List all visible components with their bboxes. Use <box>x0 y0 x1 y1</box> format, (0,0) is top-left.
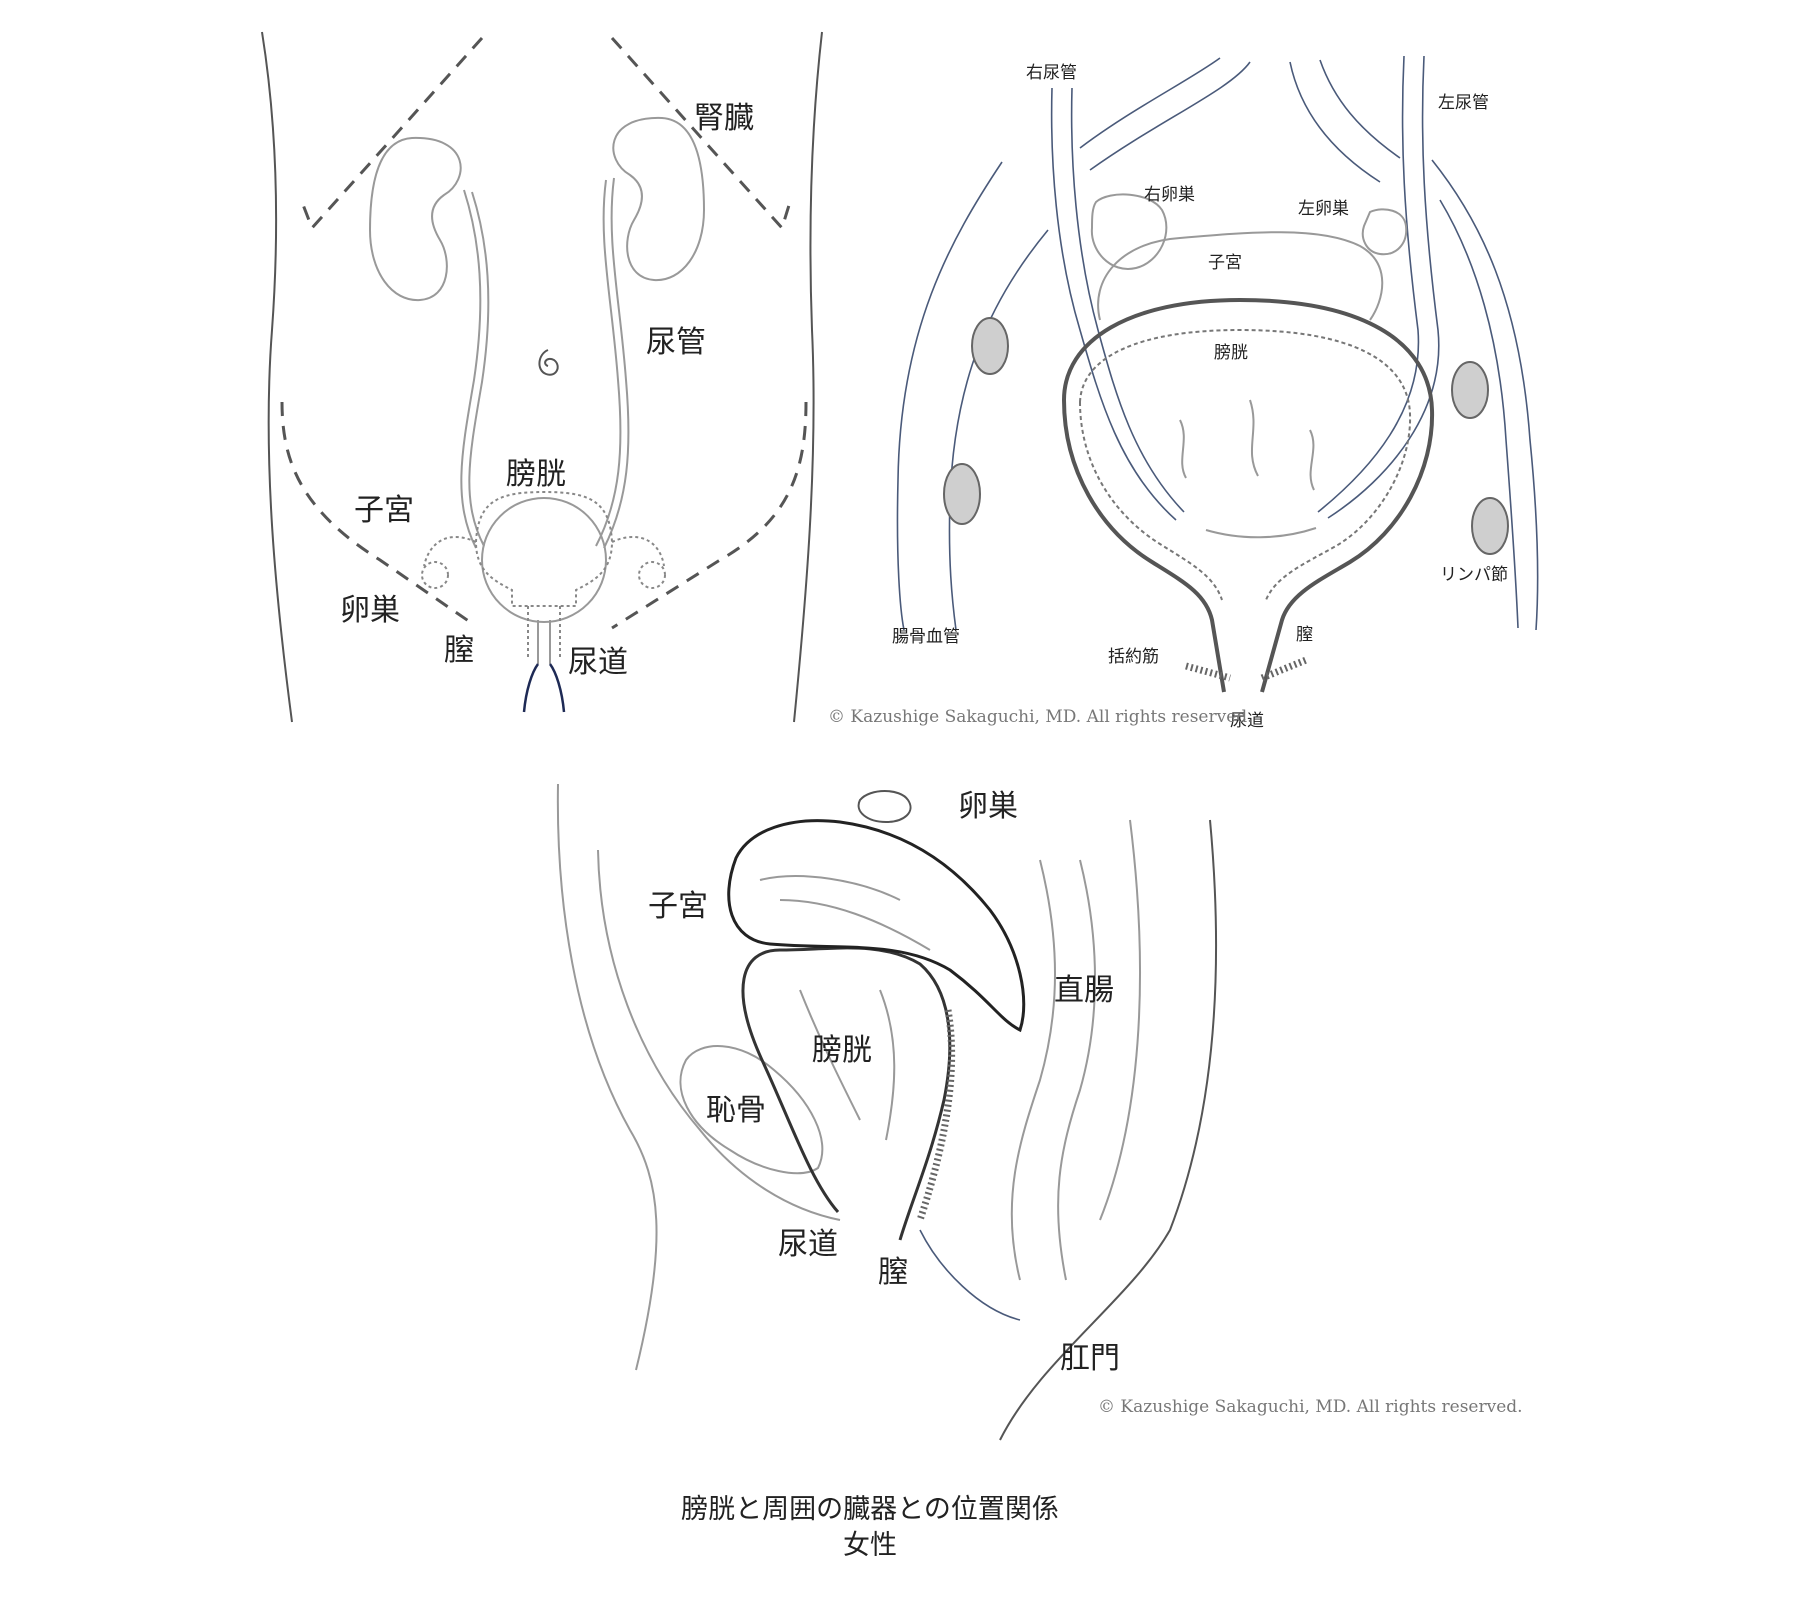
label-side-pubic-bone: 恥骨 <box>706 1093 766 1128</box>
navel-icon <box>538 349 559 376</box>
left-fallopian-tube <box>423 536 477 567</box>
label-left-ureter: 左尿管 <box>1438 93 1489 113</box>
label-bladder: 膀胱 <box>506 457 566 492</box>
uterus-shape <box>1097 231 1384 321</box>
label-side-urethra: 尿道 <box>778 1227 838 1262</box>
caption-line-1: 膀胱と周囲の臓器との位置関係 <box>681 1494 1059 1525</box>
label-side-vagina: 膣 <box>878 1255 908 1290</box>
label-urethra: 尿道 <box>568 645 628 680</box>
lymph-node-1 <box>971 317 1009 375</box>
copyright-detail: © Kazushige Sakaguchi, MD. All rights re… <box>828 707 1253 727</box>
label-uterus-detail: 子宮 <box>1208 253 1242 273</box>
left-vessel-top <box>1289 61 1381 183</box>
bladder-folds <box>1179 399 1317 539</box>
pelvis-right-dash <box>611 401 808 630</box>
body-outline-right <box>793 31 823 723</box>
left-ureter <box>1317 55 1420 513</box>
spine-line <box>1099 819 1141 1221</box>
left-ovary-shape <box>1361 208 1408 256</box>
label-side-ovary: 卵巣 <box>958 789 1018 824</box>
right-fallopian-tube <box>611 536 665 567</box>
side-bladder-inner <box>799 989 896 1141</box>
lymph-node-2 <box>943 463 981 525</box>
left-iliac-vessel-inner <box>1439 199 1519 629</box>
perineum-line <box>919 1229 1021 1321</box>
left-ureter-line-2 <box>595 179 622 547</box>
left-ureter-line <box>603 177 630 549</box>
front-view-panel: 腎臓 尿管 膀胱 子宮 卵巣 膣 尿道 <box>261 31 823 723</box>
label-kidney: 腎臓 <box>694 101 754 136</box>
right-ureter-2 <box>1070 87 1185 513</box>
label-ovary: 卵巣 <box>340 593 400 628</box>
right-vessel-top <box>1079 57 1221 149</box>
left-ovary-dotted <box>421 561 449 589</box>
lymph-node-3 <box>1451 361 1489 419</box>
uterus-dotted-outline <box>474 490 614 607</box>
left-iliac-vessel-outer <box>1431 159 1539 631</box>
urethra-line <box>537 620 551 664</box>
label-iliac-vessel: 腸骨血管 <box>892 627 960 647</box>
bladder-inner-wall <box>1079 328 1412 601</box>
right-iliac-vessel-inner <box>948 229 1049 631</box>
label-side-anus: 肛門 <box>1060 1341 1120 1376</box>
back-outline <box>999 819 1218 1441</box>
label-bladder-detail: 膀胱 <box>1214 343 1248 363</box>
label-vagina-detail: 膣 <box>1296 625 1313 645</box>
copyright-side: © Kazushige Sakaguchi, MD. All rights re… <box>1098 1397 1523 1417</box>
side-uterus-folds <box>759 875 931 951</box>
lymph-node-4 <box>1471 497 1509 555</box>
body-outline-left <box>261 31 293 723</box>
right-ureter-line-2 <box>468 191 490 547</box>
side-vagina-hatch <box>916 1009 956 1222</box>
label-right-ovary: 右卵巣 <box>1144 185 1195 205</box>
left-ribcage-dash <box>300 36 484 231</box>
abdomen-outline <box>556 783 658 1371</box>
left-kidney <box>612 116 706 282</box>
label-side-rectum: 直腸 <box>1054 973 1114 1008</box>
label-urethra-detail: 尿道 <box>1230 711 1264 731</box>
right-kidney <box>368 136 462 302</box>
label-right-ureter: 右尿管 <box>1026 63 1077 83</box>
abdomen-inner-line <box>597 849 841 1221</box>
right-ovary-dotted <box>638 561 666 589</box>
label-left-ovary: 左卵巣 <box>1298 199 1349 219</box>
right-ribcage-dash <box>610 36 792 231</box>
label-lymph-node: リンパ節 <box>1440 565 1508 585</box>
caption-line-2: 女性 <box>843 1530 897 1561</box>
right-iliac-vessel-outer <box>896 161 1003 631</box>
detail-view-panel: 右尿管 左尿管 右卵巣 左卵巣 子宮 膀胱 リンパ節 腸骨血管 括約筋 膣 尿道… <box>828 55 1539 731</box>
sphincter-left <box>1185 662 1231 682</box>
pubic-bone-shape <box>679 1045 824 1175</box>
side-uterus-outline <box>727 819 1026 1033</box>
label-side-bladder: 膀胱 <box>812 1033 872 1068</box>
right-ovary-shape <box>1090 193 1168 270</box>
bladder-circle <box>481 497 607 623</box>
bladder-outer-wall <box>1062 297 1435 693</box>
label-sphincter: 括約筋 <box>1108 647 1159 667</box>
side-ovary-shape <box>857 790 912 824</box>
rectum-outline <box>1010 859 1096 1281</box>
side-view-panel: 卵巣 子宮 直腸 膀胱 恥骨 尿道 膣 肛門 © Kazushige Sakag… <box>556 783 1523 1441</box>
right-ureter <box>1050 87 1177 521</box>
label-side-uterus: 子宮 <box>648 889 708 924</box>
pelvis-left-dash <box>280 401 471 624</box>
vagina-dotted <box>527 606 561 660</box>
right-vessel-top-2 <box>1089 61 1251 171</box>
right-ureter-line <box>460 189 482 549</box>
left-ureter-2 <box>1327 55 1440 519</box>
label-ureter: 尿管 <box>646 325 706 360</box>
label-uterus: 子宮 <box>354 493 414 528</box>
vulva-outline <box>522 663 566 713</box>
label-vagina: 膣 <box>444 633 474 668</box>
left-vessel-top-2 <box>1319 59 1401 159</box>
